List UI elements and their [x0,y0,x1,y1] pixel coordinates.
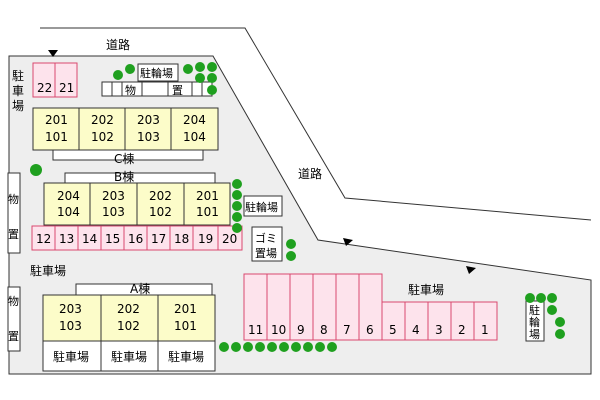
entrance-arrow-top [48,50,58,57]
building-a: 203 103 202 102 201 101 [42,294,216,342]
parking-space: 12 [36,232,51,246]
unit-upper: 201 [174,302,197,316]
parking-top: 22 21 [32,62,78,98]
svg-text:場: 場 [529,328,540,341]
road-label-top: 道路 [106,37,130,52]
unit-upper: 203 [102,189,125,203]
svg-text:輪: 輪 [529,315,540,329]
unit-upper: 203 [137,113,160,127]
parking-space: 3 [435,323,443,337]
svg-text:物: 物 [8,192,19,206]
entrance-arrow-mid [343,238,353,246]
parking-space: 9 [297,323,305,337]
parking-space: 22 [37,81,52,95]
unit-lower: 103 [59,319,82,333]
building-a-label: A棟 [130,281,150,296]
parking-space: 21 [59,81,74,95]
svg-text:物: 物 [125,83,136,97]
road-edge-top [40,27,592,221]
unit-lower: 101 [45,130,68,144]
parking-space: 6 [366,323,374,337]
unit-lower: 103 [102,205,125,219]
parking-bottom: 駐車場 駐車場 駐車場 [42,340,216,372]
unit-upper: 202 [149,189,172,203]
svg-text:車: 車 [12,84,24,98]
parking-space: 1 [481,323,489,337]
bike-parking-mid-label: 駐輪場 [245,200,278,214]
parking-row-mid: 12 13 14 15 16 17 18 19 20 [31,225,243,251]
svg-text:場: 場 [12,99,24,113]
svg-text:置: 置 [172,84,183,97]
svg-text:物: 物 [8,294,19,308]
building-b: 204 104 203 103 202 102 201 101 [43,182,231,226]
parking-space: 14 [82,232,97,246]
unit-lower: 102 [149,205,172,219]
parking-space: 18 [174,232,189,246]
parking-label-left-top: 駐車場 [12,68,24,113]
unit-upper: 204 [57,189,80,203]
parking-label: 駐車場 [111,349,147,364]
parking-space: 10 [271,323,286,337]
parking-space: 20 [222,232,237,246]
unit-lower: 104 [183,130,206,144]
trees [30,62,565,352]
bike-parking-top [137,63,179,82]
parking-space: 7 [343,323,351,337]
unit-upper: 202 [117,302,140,316]
bike-parking-right [525,300,545,342]
svg-text:ゴミ: ゴミ [255,231,277,245]
bike-parking-mid [243,195,283,217]
unit-lower: 102 [117,319,140,333]
svg-text:置: 置 [8,228,19,241]
parking-label: 駐車場 [168,349,204,364]
garbage-area [251,226,283,262]
parking-space: 15 [105,232,120,246]
entrance-arrow-right [466,266,476,274]
svg-text:置: 置 [8,330,19,343]
svg-text:置場: 置場 [255,247,277,260]
storage-left: 物 置 [7,172,21,254]
storage-left-bottom: 物 置 [7,286,21,352]
parking-space: 8 [320,323,328,337]
unit-upper: 204 [183,113,206,127]
unit-upper: 201 [196,189,219,203]
parking-space: 5 [389,323,397,337]
parking-right: 11 10 9 8 7 6 5 4 3 2 1 [243,273,498,341]
unit-lower: 104 [57,205,80,219]
parking-space: 4 [412,323,420,337]
parking-space: 17 [151,232,166,246]
unit-upper: 201 [45,113,68,127]
parking-space: 19 [198,232,213,246]
svg-text:駐: 駐 [529,303,540,317]
svg-text:駐: 駐 [12,68,24,83]
unit-lower: 101 [174,319,197,333]
unit-lower: 101 [196,205,219,219]
parking-space: 16 [128,232,143,246]
parking-space: 11 [248,323,263,337]
unit-lower: 102 [91,130,114,144]
parking-label: 駐車場 [53,349,89,364]
road-label-right: 道路 [298,166,322,181]
building-c-label: C棟 [114,151,134,166]
building-b-label: B棟 [114,169,134,184]
storage-top: 物 置 [101,81,213,97]
unit-lower: 103 [137,130,160,144]
parking-label-right: 駐車場 [408,282,444,297]
unit-upper: 202 [91,113,114,127]
building-c: 201 101 202 102 203 103 204 104 [32,107,219,151]
parking-space: 2 [458,323,466,337]
bike-parking-top-label: 駐輪場 [140,66,173,80]
unit-upper: 203 [59,302,82,316]
parking-label-left-mid: 駐車場 [30,263,66,278]
parking-space: 13 [59,232,74,246]
